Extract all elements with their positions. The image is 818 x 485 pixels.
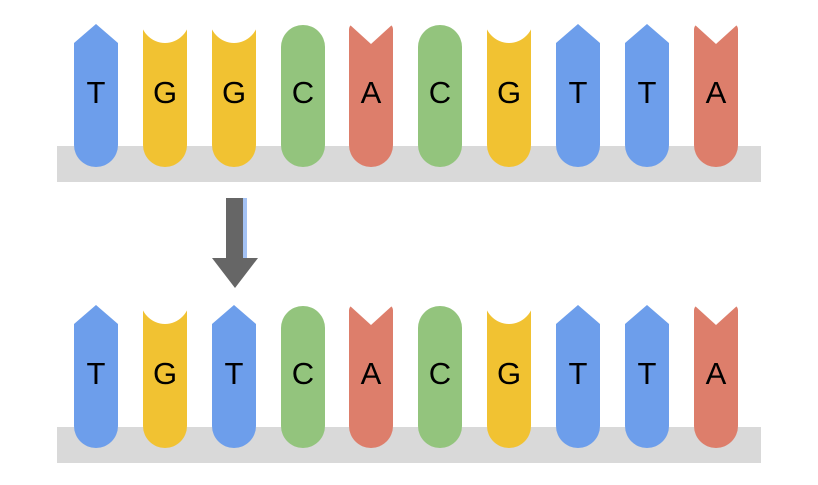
nucleotide-body xyxy=(625,43,669,167)
nucleotide-body xyxy=(556,43,600,167)
nucleotide-bar-c: C xyxy=(415,298,465,448)
pointed-cap-icon xyxy=(212,305,256,324)
nucleotide-letter: T xyxy=(86,75,106,110)
nucleotide-body xyxy=(556,324,600,448)
nucleotide-body xyxy=(74,324,118,448)
vee-notch-icon xyxy=(349,24,393,44)
nucleotide-bar-t: T xyxy=(71,17,121,167)
nucleotide-letter: A xyxy=(360,356,382,391)
pointed-cap-icon xyxy=(625,305,669,324)
pointed-cap-icon xyxy=(74,305,118,324)
nucleotide-letter: A xyxy=(705,75,727,110)
nucleotide-bar-t: T xyxy=(553,298,603,448)
nucleotide-letter: C xyxy=(428,75,452,110)
nucleotide-bar-c: C xyxy=(415,17,465,167)
nucleotide-body xyxy=(694,305,738,448)
nucleotide-letter: A xyxy=(360,75,382,110)
nucleotide-body xyxy=(212,324,256,448)
nucleotide-body xyxy=(143,301,187,448)
nucleotide-letter: G xyxy=(496,75,522,110)
nucleotide-letter: T xyxy=(568,75,588,110)
nucleotide-bar-g: G xyxy=(484,298,534,448)
nucleotide-letter: G xyxy=(221,75,247,110)
nucleotide-body xyxy=(143,20,187,167)
nucleotide-letter: C xyxy=(291,356,315,391)
pointed-cap-icon xyxy=(625,24,669,43)
nucleotide-bar-a: A xyxy=(346,17,396,167)
vee-notch-icon xyxy=(694,305,738,325)
nucleotide-bar-c: C xyxy=(278,298,328,448)
nucleotide-bar-g: G xyxy=(484,17,534,167)
nucleotide-letter: A xyxy=(705,356,727,391)
nucleotide-body xyxy=(487,20,531,167)
arrow-accent-stripe xyxy=(243,198,247,258)
arrow-shaft xyxy=(226,198,243,258)
nucleotide-body xyxy=(694,24,738,167)
nucleotide-letter: G xyxy=(152,356,178,391)
nucleotide-bar-g: G xyxy=(209,17,259,167)
nucleotide-bar-g: G xyxy=(140,17,190,167)
nucleotide-body xyxy=(212,20,256,167)
nucleotide-bar-t: T xyxy=(622,298,672,448)
nucleotide-body xyxy=(281,306,325,448)
nucleotide-body xyxy=(281,25,325,167)
nucleotide-body xyxy=(74,43,118,167)
nucleotide-body xyxy=(349,24,393,167)
nucleotide-letter: G xyxy=(496,356,522,391)
nucleotide-body xyxy=(418,25,462,167)
nucleotide-bar-c: C xyxy=(278,17,328,167)
nucleotide-bar-g: G xyxy=(140,298,190,448)
vee-notch-icon xyxy=(694,24,738,44)
vee-notch-icon xyxy=(349,305,393,325)
nucleotide-letter: C xyxy=(291,75,315,110)
nucleotide-letter: T xyxy=(86,356,106,391)
pointed-cap-icon xyxy=(556,24,600,43)
nucleotide-bar-t: T xyxy=(553,17,603,167)
nucleotide-letter: T xyxy=(224,356,244,391)
nucleotide-letter: T xyxy=(637,75,657,110)
nucleotide-bar-t: T xyxy=(209,298,259,448)
nucleotide-bar-a: A xyxy=(691,17,741,167)
nucleotide-body xyxy=(349,305,393,448)
nucleotide-bar-a: A xyxy=(691,298,741,448)
nucleotide-bar-t: T xyxy=(71,298,121,448)
nucleotide-body xyxy=(487,301,531,448)
nucleotide-letter: T xyxy=(568,356,588,391)
nucleotide-bar-a: A xyxy=(346,298,396,448)
nucleotide-body xyxy=(418,306,462,448)
nucleotide-bar-t: T xyxy=(622,17,672,167)
nucleotide-letter: C xyxy=(428,356,452,391)
pointed-cap-icon xyxy=(74,24,118,43)
arrow-head-icon xyxy=(212,258,258,288)
pointed-cap-icon xyxy=(556,305,600,324)
nucleotide-letter: T xyxy=(637,356,657,391)
nucleotide-body xyxy=(625,324,669,448)
nucleotide-letter: G xyxy=(152,75,178,110)
